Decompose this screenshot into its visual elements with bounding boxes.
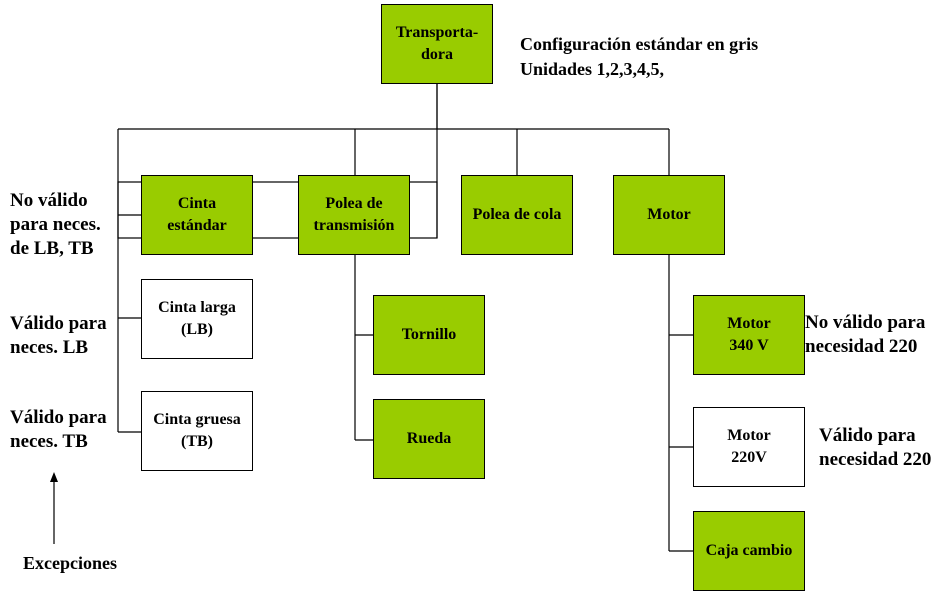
node-label: Cinta larga (LB) xyxy=(158,299,236,338)
node-label: Cinta estándar xyxy=(167,195,227,234)
node-label: Polea de transmisión xyxy=(313,195,395,234)
node-motor-340: Motor 340 V xyxy=(693,295,805,375)
node-label: Motor 220V xyxy=(727,427,771,466)
note-excepciones: Excepciones xyxy=(23,553,117,573)
node-label: Tornillo xyxy=(401,326,457,343)
node-label: Polea de cola xyxy=(472,206,562,223)
node-label: Motor 340 V xyxy=(727,315,771,354)
note-no-valido-220: No válido para necesidad 220 xyxy=(805,312,926,357)
config-note-line1: Configuración estándar en gris xyxy=(520,34,759,54)
node-polea-cola: Polea de cola xyxy=(461,175,573,255)
node-label: Rueda xyxy=(406,430,452,447)
note-valido-220: Válido para necesidad 220 xyxy=(819,425,932,470)
node-cinta-gruesa: Cinta gruesa (TB) xyxy=(141,391,253,471)
node-tornillo: Tornillo xyxy=(373,295,485,375)
node-cinta-estandar: Cinta estándar xyxy=(141,175,253,255)
node-motor: Motor xyxy=(613,175,725,255)
config-note-line2: Unidades 1,2,3,4,5, xyxy=(520,59,665,79)
node-label: Cinta gruesa (TB) xyxy=(153,411,241,450)
note-valido-tb: Válido para neces. TB xyxy=(10,407,107,452)
note-no-valido-lb-tb: No válido para neces. de LB, TB xyxy=(10,190,101,259)
node-label: Transporta- dora xyxy=(395,24,479,63)
note-valido-lb: Válido para neces. LB xyxy=(10,313,107,358)
node-rueda: Rueda xyxy=(373,399,485,479)
node-transportadora: Transporta- dora xyxy=(381,4,493,84)
node-label: Caja cambio xyxy=(705,542,793,559)
node-polea-transmision: Polea de transmisión xyxy=(298,175,410,255)
node-cinta-larga: Cinta larga (LB) xyxy=(141,279,253,359)
node-motor-220: Motor 220V xyxy=(693,407,805,487)
node-caja-cambio: Caja cambio xyxy=(693,511,805,591)
node-label: Motor xyxy=(647,206,691,223)
